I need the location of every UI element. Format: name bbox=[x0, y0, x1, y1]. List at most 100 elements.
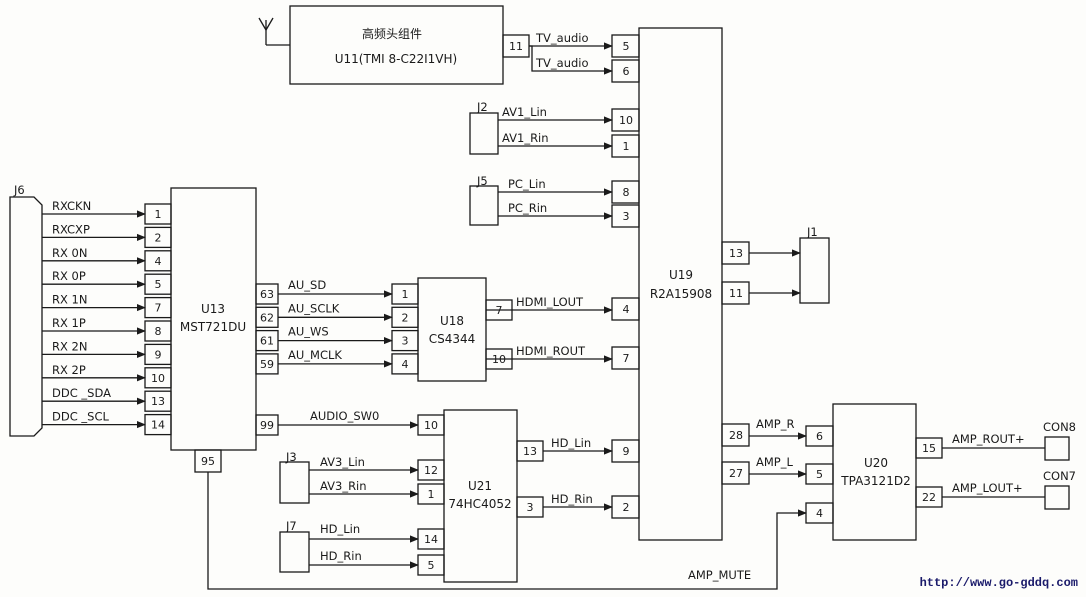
av3-lin-label: AV3_Lin bbox=[320, 455, 365, 469]
u18-in-pin-3-box bbox=[391, 353, 419, 375]
u21-in-pin-3-box bbox=[417, 554, 445, 576]
pc-rin-label: PC_Rin bbox=[508, 201, 547, 215]
u20-pin-4-box bbox=[805, 502, 834, 524]
u18-out-pin-0-label: 7 bbox=[496, 304, 503, 317]
tv-audio-label-2: TV_audio bbox=[535, 56, 589, 70]
hd-rin-out-label: HD_Rin bbox=[551, 492, 593, 506]
u13-in-pin-8-label: 13 bbox=[151, 395, 165, 408]
hd-rin-in-label: HD_Rin bbox=[320, 549, 362, 563]
u18-model: CS4344 bbox=[429, 332, 476, 346]
u19-box bbox=[638, 27, 723, 541]
u18-in-pin-0-box bbox=[391, 283, 419, 305]
j6-signal-label: RXCKN bbox=[52, 199, 91, 213]
j6-signal-label: DDC _SDA bbox=[52, 386, 111, 400]
u13-in-pin-9-label: 14 bbox=[151, 419, 165, 432]
i2s-signal-label: AU_WS bbox=[288, 325, 329, 339]
u18-in-pin-2-box bbox=[391, 329, 419, 352]
u19-model: R2A15908 bbox=[650, 287, 712, 301]
u20-pin-5-box bbox=[805, 463, 834, 485]
u11-name: 高频头组件 bbox=[362, 26, 422, 41]
u21-out-pin-0-box bbox=[516, 440, 544, 462]
u13-ref: U13 bbox=[201, 302, 225, 316]
u19-pin-28 bbox=[721, 423, 750, 447]
u13-in-pin-0-label: 1 bbox=[155, 208, 162, 221]
u19-pin-2-label: 2 bbox=[623, 501, 630, 514]
watermark-url: http://www.go-gddq.com bbox=[920, 576, 1078, 590]
u20-box bbox=[832, 403, 917, 541]
u13-in-pin-0-box bbox=[144, 203, 172, 225]
amp-l-label: AMP_L bbox=[756, 455, 793, 469]
u13-in-pin-7-box bbox=[144, 367, 172, 389]
i2s-signal-label: AU_SCLK bbox=[288, 301, 340, 315]
u18-box bbox=[417, 277, 487, 382]
u19-ref: U19 bbox=[669, 268, 693, 282]
u21-model: 74HC4052 bbox=[448, 497, 511, 511]
hdmi-lout-label: HDMI_LOUT bbox=[516, 295, 584, 309]
u13-in-pin-2-label: 4 bbox=[155, 255, 162, 268]
u13-in-pin-4-box bbox=[144, 296, 172, 319]
u21-in-pin-1-label: 1 bbox=[428, 488, 435, 501]
u21-out-pin-0-label: 13 bbox=[523, 445, 537, 458]
j3-connector bbox=[279, 461, 310, 504]
u13-out-pin-3-label: 59 bbox=[260, 358, 274, 371]
u19-pin-13-label: 13 bbox=[729, 247, 743, 260]
j7-connector bbox=[279, 531, 310, 573]
u18-in-pin-0-label: 1 bbox=[402, 288, 409, 301]
u18-in-pin-1-label: 2 bbox=[402, 311, 409, 324]
u21-ref: U21 bbox=[468, 479, 492, 493]
u19-pin-10-label: 10 bbox=[619, 114, 633, 127]
u20-model: TPA3121D2 bbox=[840, 474, 910, 488]
u20-pin-6-label: 6 bbox=[816, 430, 823, 443]
u11-pin-label: 11 bbox=[509, 40, 523, 53]
j3-label: J3 bbox=[285, 450, 297, 464]
u19-pin-1-label: 1 bbox=[623, 140, 630, 153]
u13-model: MST721DU bbox=[180, 320, 246, 334]
av1-lin-label: AV1_Lin bbox=[502, 105, 547, 119]
amp-lout-label: AMP_LOUT+ bbox=[952, 481, 1023, 495]
u13-in-pin-5-box bbox=[144, 320, 172, 342]
u13-in-pin-5-label: 8 bbox=[155, 325, 162, 338]
con7-label: CON7 bbox=[1043, 469, 1076, 483]
u13-pin-95-label: 95 bbox=[201, 455, 215, 468]
u21-in-pin-0-label: 12 bbox=[424, 464, 438, 477]
u20-pin-15-box bbox=[915, 437, 943, 459]
u13-in-pin-8-box bbox=[144, 390, 172, 412]
j6-signal-label: RX 1P bbox=[52, 316, 86, 330]
u13-in-pin-1-label: 2 bbox=[155, 231, 162, 244]
hdmi-rout-label: HDMI_ROUT bbox=[516, 344, 586, 358]
u20-pin-15-label: 15 bbox=[922, 442, 936, 455]
amp-mute-label: AMP_MUTE bbox=[688, 568, 751, 582]
j6-label: J6 bbox=[13, 183, 25, 197]
u13-in-pin-9-box bbox=[144, 413, 172, 436]
u21-out-pin-1-box bbox=[516, 496, 544, 518]
u13-in-pin-6-box bbox=[144, 343, 172, 366]
u11-model: U11(TMI 8-C22I1VH) bbox=[335, 52, 457, 66]
u21-in-pin-1-box bbox=[417, 483, 445, 505]
u18-in-pin-2-label: 3 bbox=[402, 335, 409, 348]
u20-pin-4-label: 4 bbox=[816, 507, 823, 520]
u20-pin-22-label: 22 bbox=[922, 491, 936, 504]
con8-label: CON8 bbox=[1043, 420, 1076, 434]
u20-pin-6-box bbox=[805, 425, 834, 447]
u13-in-pin-7-label: 10 bbox=[151, 372, 165, 385]
j5-label: J5 bbox=[476, 174, 488, 188]
u21-in-pin-2-box bbox=[417, 528, 445, 550]
u19-pin-27-label: 27 bbox=[729, 467, 743, 480]
u19-pin-8-label: 8 bbox=[623, 186, 630, 199]
u13-in-pin-2-box bbox=[144, 250, 172, 272]
u21-in-pin-3-label: 5 bbox=[428, 559, 435, 572]
pc-lin-label: PC_Lin bbox=[508, 177, 546, 191]
j2-label: J2 bbox=[476, 100, 488, 114]
j6-signal-label: RX 2P bbox=[52, 363, 86, 377]
j6-signal-label: RX 0N bbox=[52, 246, 87, 260]
u13-out-pin-0-label: 63 bbox=[260, 288, 274, 301]
u19-pin-9-label: 9 bbox=[623, 445, 630, 458]
hd-lin-out-label: HD_Lin bbox=[551, 436, 591, 450]
u13-out-pin-1-label: 62 bbox=[260, 311, 274, 324]
u18-out-pin-1-label: 10 bbox=[492, 353, 506, 366]
j2-connector bbox=[469, 112, 499, 155]
u19-pin-11-label: 11 bbox=[729, 287, 743, 300]
j1-label: J1 bbox=[806, 225, 818, 239]
